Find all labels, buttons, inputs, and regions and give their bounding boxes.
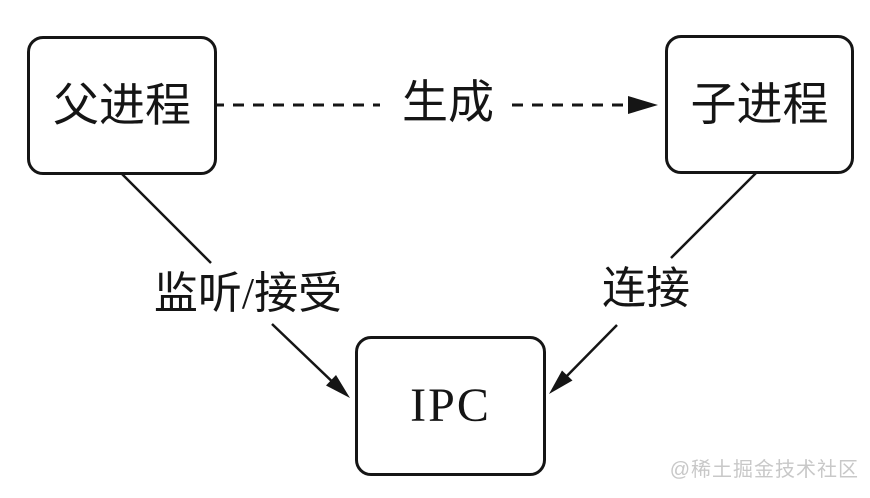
node-parent-process-label: 父进程 [53,79,191,131]
edge-label-connect: 连接 [597,267,695,311]
edge-label-listen-accept: 监听/接受 [137,272,359,316]
node-ipc: IPC [355,336,546,476]
arrowhead-right-icon [628,96,658,114]
connect-arrow [549,168,761,394]
node-child-process-label: 子进程 [690,78,829,130]
listen-accept-arrow [117,169,350,398]
node-child-process: 子进程 [665,35,854,174]
arrowhead-down-right-icon [326,375,350,398]
spawn-dashed-arrow [213,96,658,114]
node-parent-process: 父进程 [27,36,217,175]
watermark: @稀土掘金技术社区 [669,459,859,481]
arrowhead-down-left-icon [549,370,573,394]
node-ipc-label: IPC [410,379,491,432]
edge-label-spawn: 生成 [385,80,511,126]
